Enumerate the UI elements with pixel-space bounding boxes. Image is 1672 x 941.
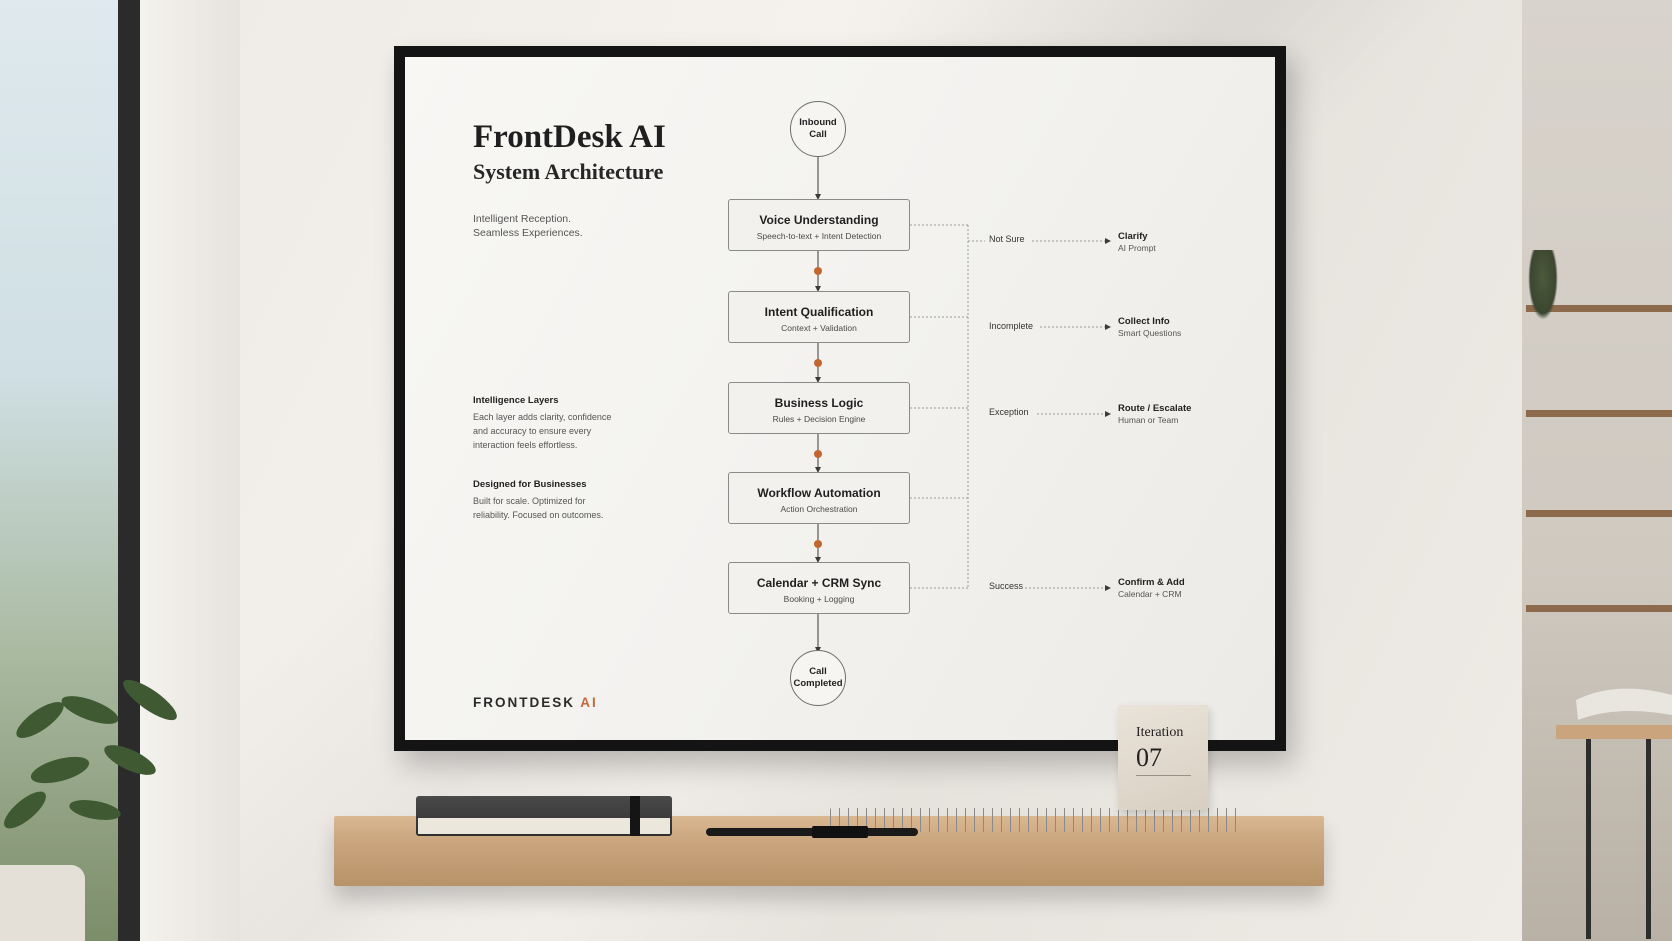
branch-condition: Success xyxy=(989,581,1024,591)
outcome-title: Route / Escalate xyxy=(1118,403,1192,414)
tagline: Intelligent Reception. Seamless Experien… xyxy=(473,212,583,240)
plant-pot xyxy=(0,865,85,941)
shelf-board xyxy=(1526,510,1672,517)
end-node-label: Call Completed xyxy=(793,666,843,689)
designed-for-businesses-section: Designed for Businesses Built for scale.… xyxy=(473,479,633,522)
shelf-board xyxy=(1526,410,1672,417)
window-recess xyxy=(140,0,240,941)
bookshelf xyxy=(1526,135,1672,655)
chair-icon xyxy=(1556,688,1672,939)
branch-condition: Incomplete xyxy=(989,321,1034,331)
start-node: Inbound Call xyxy=(790,101,846,157)
brand-accent: AI xyxy=(580,695,598,710)
step-dot xyxy=(814,450,822,458)
card-divider xyxy=(1136,775,1191,776)
step-dot xyxy=(814,540,822,548)
title-block: FrontDesk AI System Architecture xyxy=(473,119,666,185)
step-subtitle: Booking + Logging xyxy=(783,594,855,604)
flow-step: Voice Understanding Speech-to-text + Int… xyxy=(728,199,910,251)
section-heading: Designed for Businesses xyxy=(473,479,587,490)
step-subtitle: Context + Validation xyxy=(781,323,857,333)
branch-outcome: Clarify AI Prompt xyxy=(1118,231,1156,253)
brand-wordmark: FRONTDESK AI xyxy=(473,695,598,710)
outcome-subtitle: Smart Questions xyxy=(1118,328,1182,338)
step-title: Workflow Automation xyxy=(757,486,881,500)
section-line: interaction feels effortless. xyxy=(473,440,578,450)
step-title: Voice Understanding xyxy=(759,213,879,227)
outcome-subtitle: Human or Team xyxy=(1118,415,1179,425)
step-subtitle: Speech-to-text + Intent Detection xyxy=(756,231,882,241)
intelligence-layers-section: Intelligence Layers Each layer adds clar… xyxy=(473,395,633,452)
end-node: Call Completed xyxy=(790,650,846,706)
poster: FrontDesk AI System Architecture Intelli… xyxy=(405,57,1275,740)
potted-plant-icon xyxy=(4,679,177,829)
section-line: and accuracy to ensure every xyxy=(473,426,592,436)
tagline-line: Seamless Experiences. xyxy=(473,227,583,239)
window xyxy=(0,0,140,941)
iteration-number: 07 xyxy=(1136,743,1162,772)
shelf-board xyxy=(1526,605,1672,612)
plant-icon xyxy=(1528,250,1558,320)
outcome-subtitle: Calendar + CRM xyxy=(1118,589,1182,599)
poster-frame: FrontDesk AI System Architecture Intelli… xyxy=(394,46,1286,751)
flow-step: Business Logic Rules + Decision Engine xyxy=(728,382,910,434)
branch-outcome: Collect Info Smart Questions xyxy=(1118,316,1181,338)
section-body: Built for scale. Optimized for reliabili… xyxy=(473,494,633,522)
outcome-subtitle: AI Prompt xyxy=(1118,243,1156,253)
step-title: Calendar + CRM Sync xyxy=(756,576,882,590)
notebook-band xyxy=(630,796,640,836)
section-heading: Intelligence Layers xyxy=(473,395,559,406)
iteration-card xyxy=(1118,705,1208,810)
step-title: Intent Qualification xyxy=(764,305,874,319)
branch-outcome: Confirm & Add Calendar + CRM xyxy=(1118,577,1185,599)
flow-step: Calendar + CRM Sync Booking + Logging xyxy=(728,562,910,614)
branch-outcome: Route / Escalate Human or Team xyxy=(1118,403,1191,425)
poster-subtitle: System Architecture xyxy=(473,159,664,185)
outcome-title: Collect Info xyxy=(1118,316,1170,327)
section-body: Each layer adds clarity, confidence and … xyxy=(473,410,633,452)
step-title: Business Logic xyxy=(774,396,864,410)
flow-connectors xyxy=(814,157,1111,653)
step-dot xyxy=(814,267,822,275)
branch-condition: Exception xyxy=(989,407,1029,417)
step-dot xyxy=(814,359,822,367)
notebook-pages xyxy=(418,818,670,834)
step-subtitle: Rules + Decision Engine xyxy=(772,414,866,424)
window-frame xyxy=(118,0,140,941)
section-line: Built for scale. Optimized for xyxy=(473,496,586,506)
section-line: Each layer adds clarity, confidence xyxy=(473,412,612,422)
brand-name: FRONTDESK xyxy=(473,695,581,710)
outcome-title: Confirm & Add xyxy=(1118,577,1185,588)
flow-step: Intent Qualification Context + Validatio… xyxy=(728,291,910,343)
pen-cap xyxy=(812,826,868,838)
branch-condition: Not Sure xyxy=(989,234,1025,244)
poster-title: FrontDesk AI xyxy=(473,119,666,155)
iteration-label: Iteration xyxy=(1136,725,1184,740)
step-subtitle: Action Orchestration xyxy=(780,504,858,514)
tagline-line: Intelligent Reception. xyxy=(473,213,572,225)
start-node-label: Inbound Call xyxy=(799,117,837,140)
section-line: reliability. Focused on outcomes. xyxy=(473,510,604,520)
flow-step: Workflow Automation Action Orchestration xyxy=(728,472,910,524)
outcome-title: Clarify xyxy=(1118,231,1148,242)
shelf-board xyxy=(1526,305,1672,312)
